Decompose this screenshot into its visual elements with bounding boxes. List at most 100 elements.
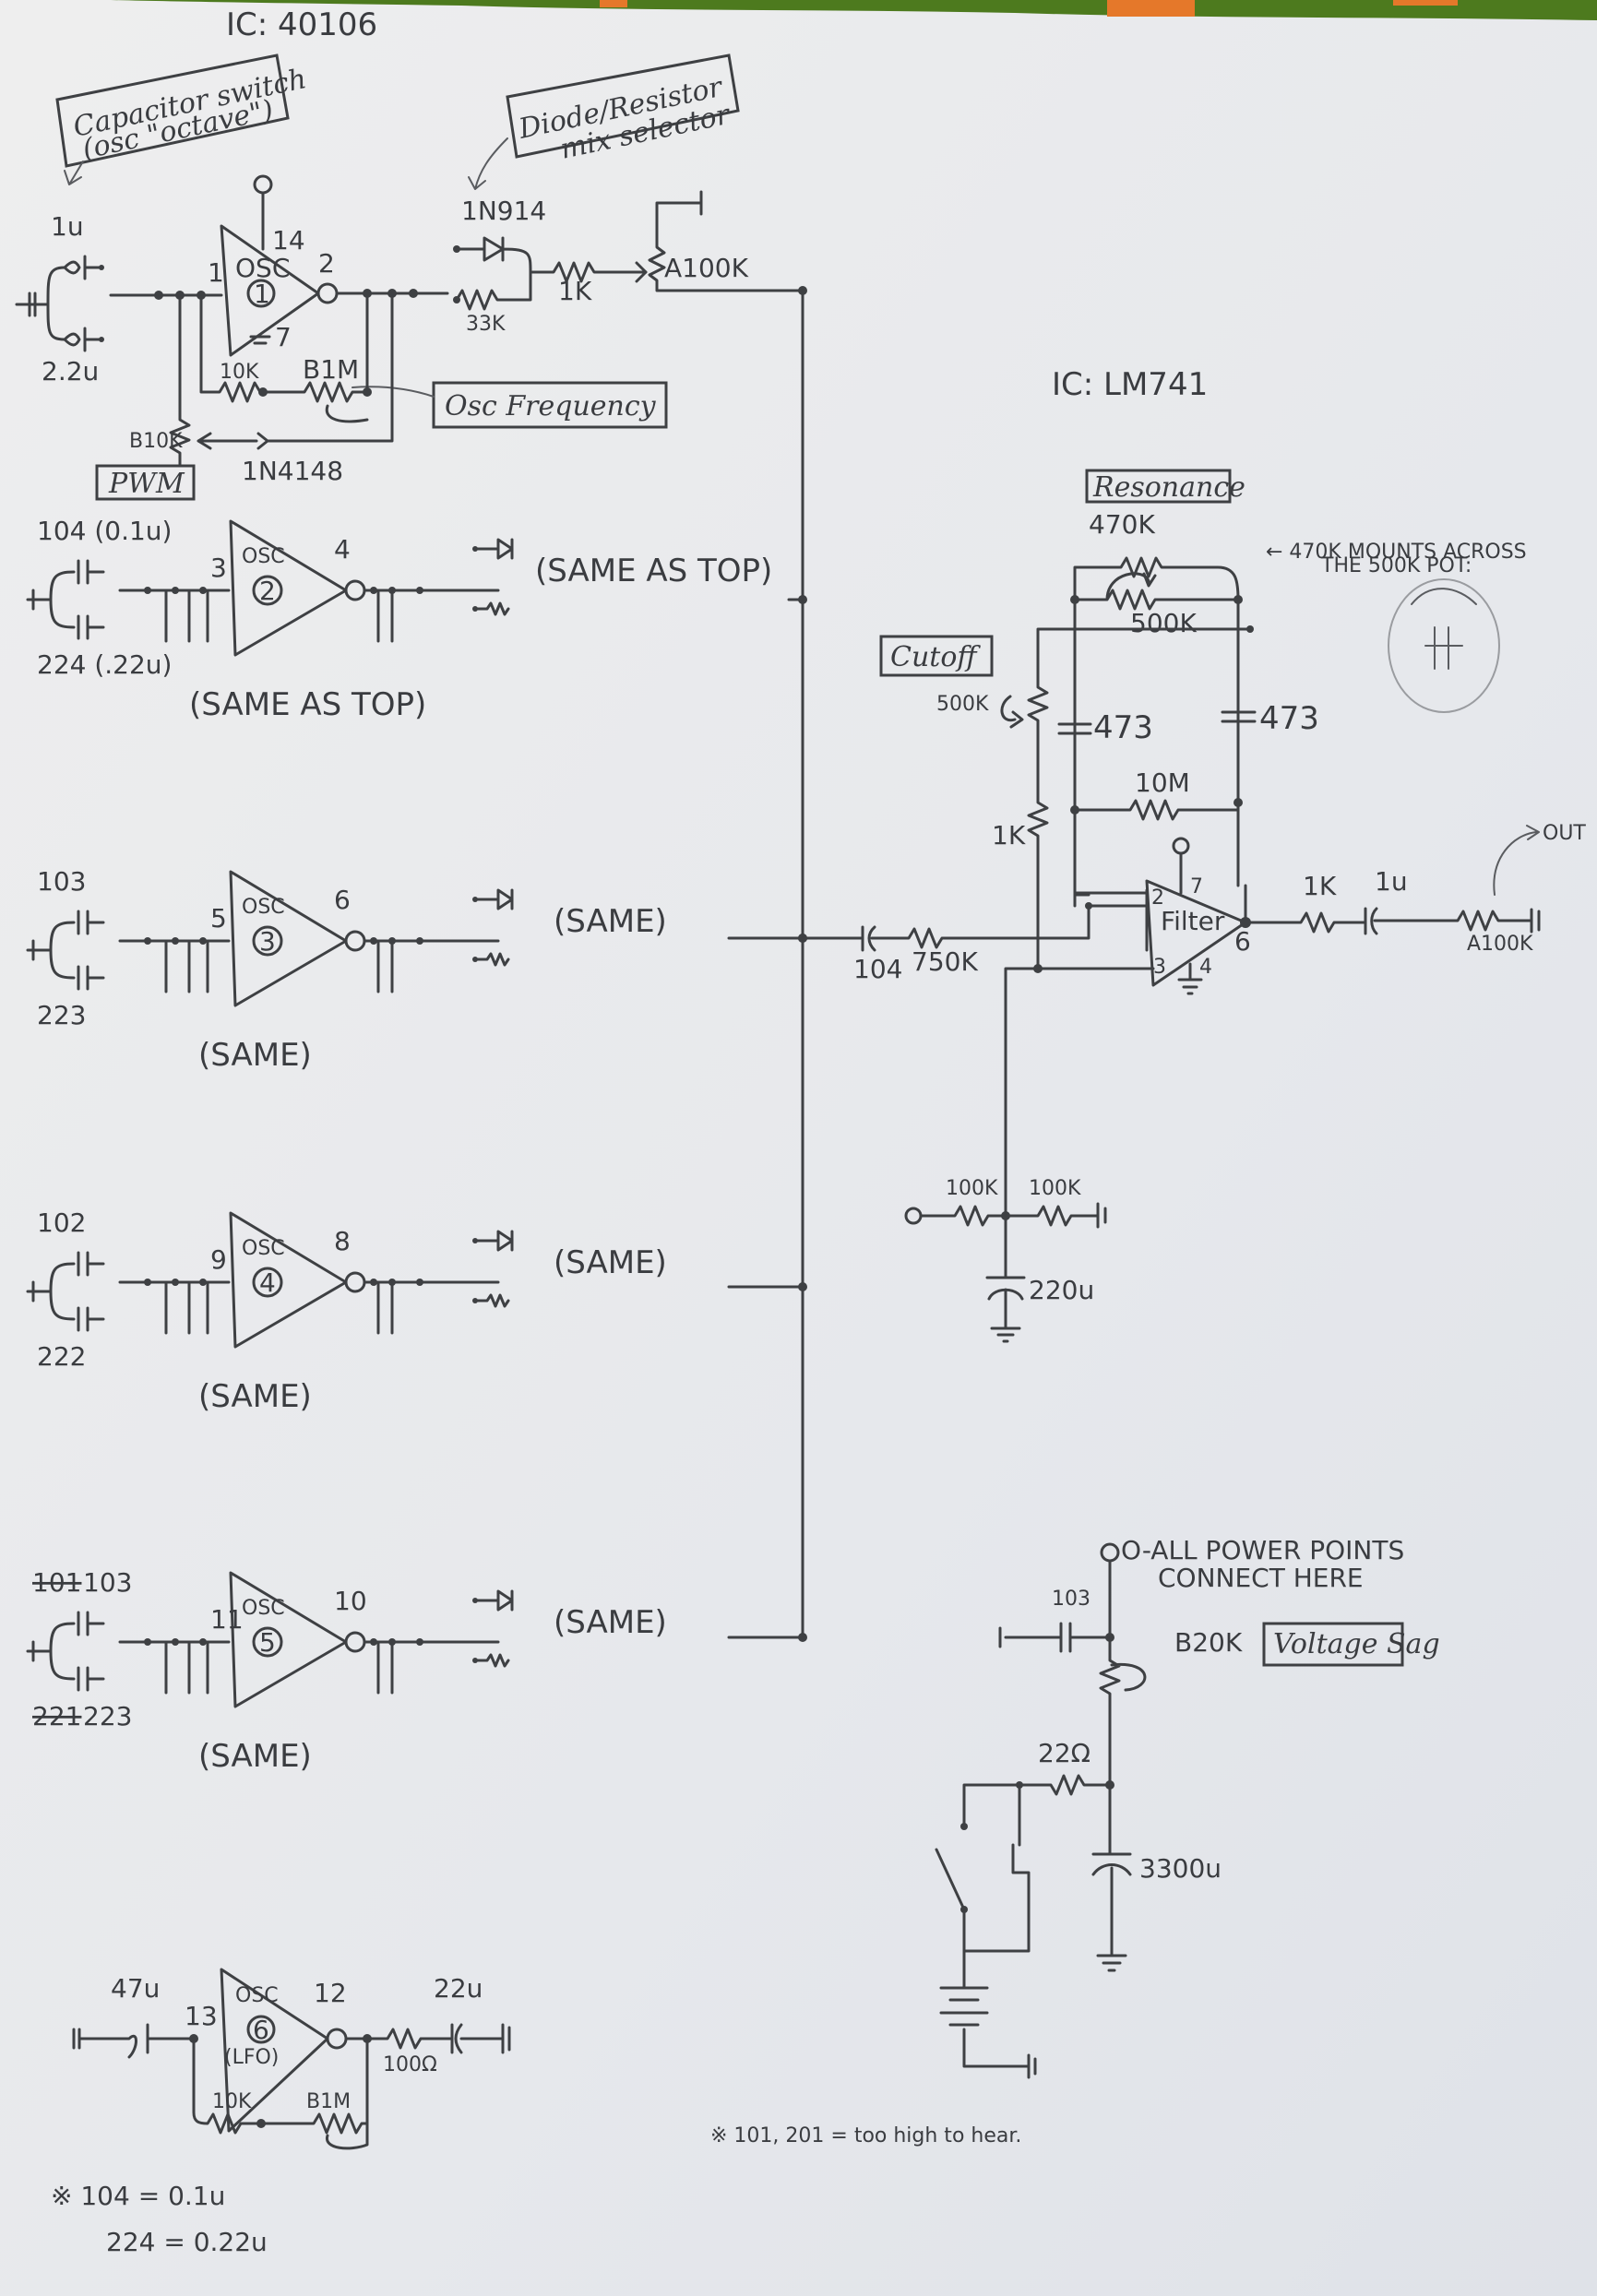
osc2-name: OSC [242, 545, 285, 568]
osc1-cap-top-label: 1u [51, 211, 84, 242]
filter-r-out-label: 1K [1303, 871, 1337, 901]
osc3-in-pin: 5 [210, 903, 227, 934]
osc2-cap-bottom-label: 224 (.22u) [37, 649, 172, 680]
osc2-cap-top-label: 104 (0.1u) [37, 516, 172, 546]
power-note-line-2: CONNECT HERE [1158, 1563, 1364, 1593]
footnote-224: 224 = 0.22u [106, 2227, 268, 2257]
filter-section: 104 750K Resonance 470K 500K ← 470K MOUN… [798, 469, 1586, 1343]
filter-r-res-fixed-label: 470K [1089, 509, 1155, 540]
osc1-out-pin: 2 [318, 248, 335, 279]
osc2-number: 2 [259, 576, 276, 606]
osc1-number: 1 [254, 279, 270, 309]
osc2-out-pin: 4 [334, 534, 351, 565]
power-note-line-1: O-ALL POWER POINTS [1121, 1535, 1404, 1565]
osc1-cap-bottom-label: 2.2u [42, 356, 99, 387]
osc2-same-right: (SAME AS TOP) [535, 553, 772, 589]
ic-40106-title: IC: 40106 [226, 6, 377, 43]
osc6-number: 6 [253, 2015, 269, 2045]
power-section: O-ALL POWER POINTS CONNECT HERE 103 B20K… [935, 1535, 1440, 2079]
osc4-same-right: (SAME) [554, 1244, 667, 1281]
osc1-r10k-label: 10K [220, 361, 259, 384]
filter-pot-cut-label: 500K [936, 693, 989, 716]
osc4-cap-top-label: 102 [37, 1207, 86, 1238]
osc6-sub-label: (LFO) [224, 2046, 279, 2069]
osc6-name: OSC [235, 1984, 279, 2007]
osc4-number: 4 [259, 1267, 276, 1298]
osc6-in-pin: 13 [185, 2001, 218, 2031]
osc-frequency-label: Osc Frequency [445, 390, 657, 422]
osc1-1k-label: 1K [558, 276, 592, 306]
osc5-cap-bottom-label: 223 [83, 1701, 132, 1731]
filter-r-bias-a-label: 100K [946, 1177, 998, 1200]
filter-r-fb-label: 10M [1135, 767, 1190, 798]
filter-r-bias-b-label: 100K [1029, 1177, 1081, 1200]
osc6-pot-label: B1M [306, 2090, 351, 2113]
pwm-label: PWM [108, 468, 185, 500]
filter-cap-out-label: 1u [1375, 866, 1408, 897]
filter-cap-b-label: 473 [1259, 700, 1319, 737]
osc1-pwm-pot-label: B10K [129, 430, 183, 453]
out-label: OUT [1543, 822, 1586, 845]
osc6-out-pin: 12 [314, 1978, 347, 2008]
osc3-same-right: (SAME) [554, 903, 667, 940]
osc1-vdd-pin: 14 [272, 225, 305, 256]
oscillator-3: OSC 3 5 6 103 223 (SAME) (SAME) [26, 866, 807, 1074]
osc3-number: 3 [259, 926, 276, 957]
osc1-gnd-pin: 7 [275, 322, 292, 352]
osc1-name: OSC [235, 253, 290, 283]
arrow-icon [468, 137, 508, 190]
footnote-104: ※ 104 = 0.1u [51, 2181, 225, 2211]
osc3-name: OSC [242, 896, 285, 919]
filter-opamp-label: Filter [1161, 906, 1225, 936]
footnote-too-high: ※ 101, 201 = too high to hear. [710, 2124, 1021, 2147]
osc3-same-below: (SAME) [198, 1037, 312, 1074]
cutoff-label: Cutoff [890, 641, 981, 673]
osc3-out-pin: 6 [334, 885, 351, 915]
filter-r-in-label: 750K [912, 946, 978, 977]
filter-cap-a-label: 473 [1093, 709, 1153, 746]
osc1-pwm-diode-label: 1N4148 [242, 456, 343, 486]
oscillator-6-lfo: 47u 13 OSC 6 (LFO) 12 100Ω 22u 10K B1M [72, 1968, 511, 2150]
oscillator-1: 1u 2.2u 1 OSC 1 14 7 2 10K B1M B10K 1N41… [15, 174, 807, 486]
power-r-sag-label: 22Ω [1038, 1738, 1090, 1768]
osc4-name: OSC [242, 1237, 285, 1260]
osc5-out-pin: 10 [334, 1586, 367, 1616]
tablecloth-edge [111, 0, 1597, 20]
mount-note-line-1: ← 470K MOUNTS ACROSS [1266, 541, 1527, 564]
voltage-sag-label: Voltage Sag [1273, 1628, 1440, 1660]
filter-pin-inv: 2 [1151, 886, 1164, 910]
filter-pin-gnd: 4 [1199, 956, 1212, 979]
osc3-cap-bottom-label: 223 [37, 1000, 86, 1030]
osc6-r-out-label: 100Ω [383, 2053, 437, 2076]
osc3-cap-top-label: 103 [37, 866, 86, 897]
osc-frequency-note: Osc Frequency [352, 381, 668, 429]
osc2-in-pin: 3 [210, 553, 227, 583]
filter-pin-noninv: 3 [1153, 956, 1166, 979]
osc6-r10k-label: 10K [212, 2090, 252, 2113]
osc5-cap-bottom-struck: 221 [32, 1701, 81, 1731]
osc5-same-below: (SAME) [198, 1738, 312, 1775]
filter-pot-out-label: A100K [1467, 933, 1533, 956]
osc5-cap-top-label: 103 [83, 1567, 132, 1598]
osc4-out-pin: 8 [334, 1226, 351, 1256]
schmitt-inverter-symbol [220, 224, 320, 357]
osc4-same-below: (SAME) [198, 1378, 312, 1415]
pot-sketch-illustration [1388, 578, 1500, 713]
filter-pot-res-label: 500K [1130, 608, 1197, 638]
power-pot-sag-label: B20K [1174, 1627, 1243, 1658]
osc4-cap-bottom-label: 222 [37, 1341, 86, 1372]
filter-r-cut-label: 1K [992, 820, 1026, 851]
power-cap-res-label: 3300u [1139, 1853, 1222, 1884]
osc5-cap-top-struck: 101 [32, 1567, 81, 1598]
resonance-label: Resonance [1092, 471, 1245, 504]
osc1-volume-pot-label: A100K [664, 253, 749, 283]
osc1-mix-diode-label: 1N914 [461, 196, 546, 226]
arrow-icon [64, 161, 84, 185]
filter-pin-vcc: 7 [1190, 875, 1203, 898]
filter-cap-bias-label: 220u [1029, 1275, 1094, 1305]
osc5-name: OSC [242, 1597, 285, 1620]
